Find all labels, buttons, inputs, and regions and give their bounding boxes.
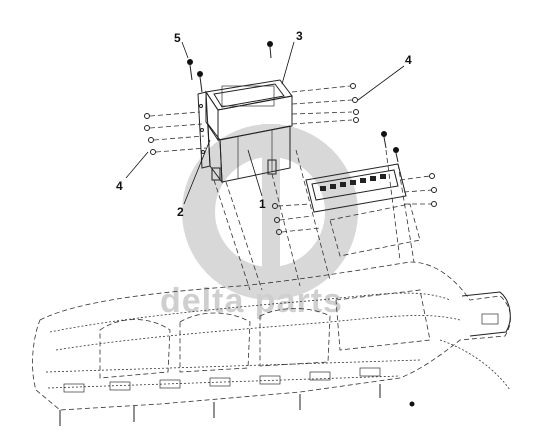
projection-lines [213, 149, 415, 291]
callout-4-right: 4 [357, 53, 412, 101]
side-screws [144, 83, 359, 155]
watermark-text: delta parts [160, 282, 343, 320]
callout-5: 5 [174, 31, 189, 59]
svg-text:4: 4 [405, 53, 412, 67]
svg-text:5: 5 [174, 31, 181, 45]
svg-text:2: 2 [177, 205, 184, 219]
callout-4-left: 4 [116, 151, 149, 193]
svg-text:3: 3 [296, 29, 303, 43]
watermark-logo [182, 124, 358, 300]
callout-3: 3 [281, 29, 303, 85]
callout-2: 2 [177, 139, 211, 219]
svg-text:1: 1 [259, 197, 266, 211]
callout-1: 1 [247, 149, 266, 211]
screws-top [187, 41, 399, 163]
dashboard [32, 261, 511, 426]
svg-text:4: 4 [116, 179, 123, 193]
switch-panel [272, 163, 437, 257]
